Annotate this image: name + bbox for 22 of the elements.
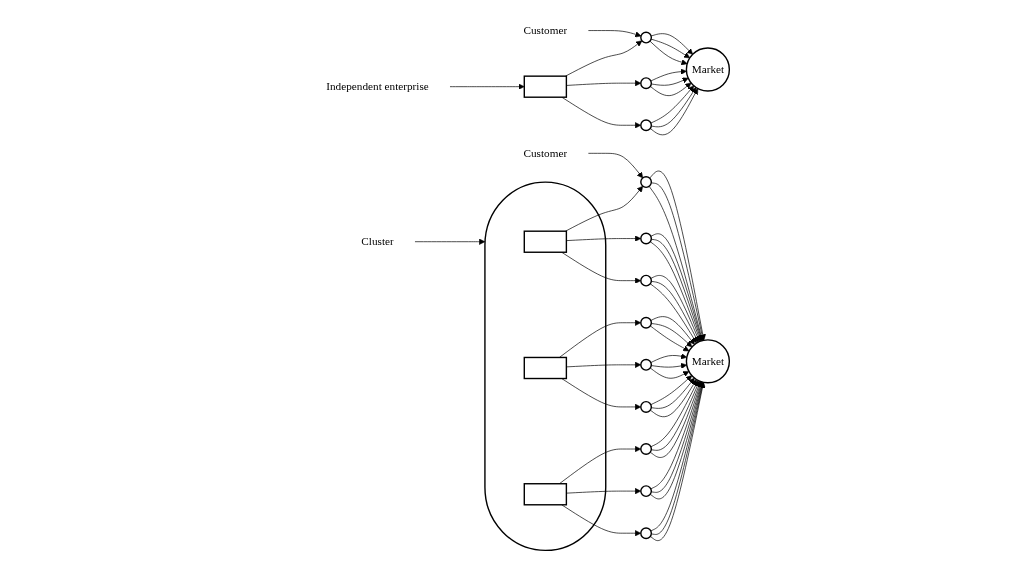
- node-box: [523, 75, 567, 98]
- node-text: Customer: [523, 24, 567, 37]
- node-circle: [639, 31, 652, 44]
- node-circle: [639, 400, 652, 413]
- node-circle: [639, 77, 652, 90]
- node-circle: [639, 443, 652, 455]
- node-text: Customer: [523, 147, 567, 159]
- node-circle: [639, 274, 652, 287]
- node-circle: Market: [685, 339, 730, 384]
- node-text: Independent enterprise: [325, 80, 429, 93]
- node-circle: [639, 232, 652, 245]
- node-circle: [639, 316, 652, 329]
- node-box: [523, 230, 567, 253]
- node-circle: [639, 358, 652, 371]
- node-box: [523, 356, 567, 380]
- node-circle: Market: [685, 47, 730, 92]
- node-text: Cluster: [361, 235, 394, 248]
- node-circle: [639, 527, 652, 540]
- node-circle: [639, 119, 652, 132]
- node-box: [523, 483, 567, 506]
- node-circle: [639, 485, 652, 498]
- node-circle: [639, 176, 652, 189]
